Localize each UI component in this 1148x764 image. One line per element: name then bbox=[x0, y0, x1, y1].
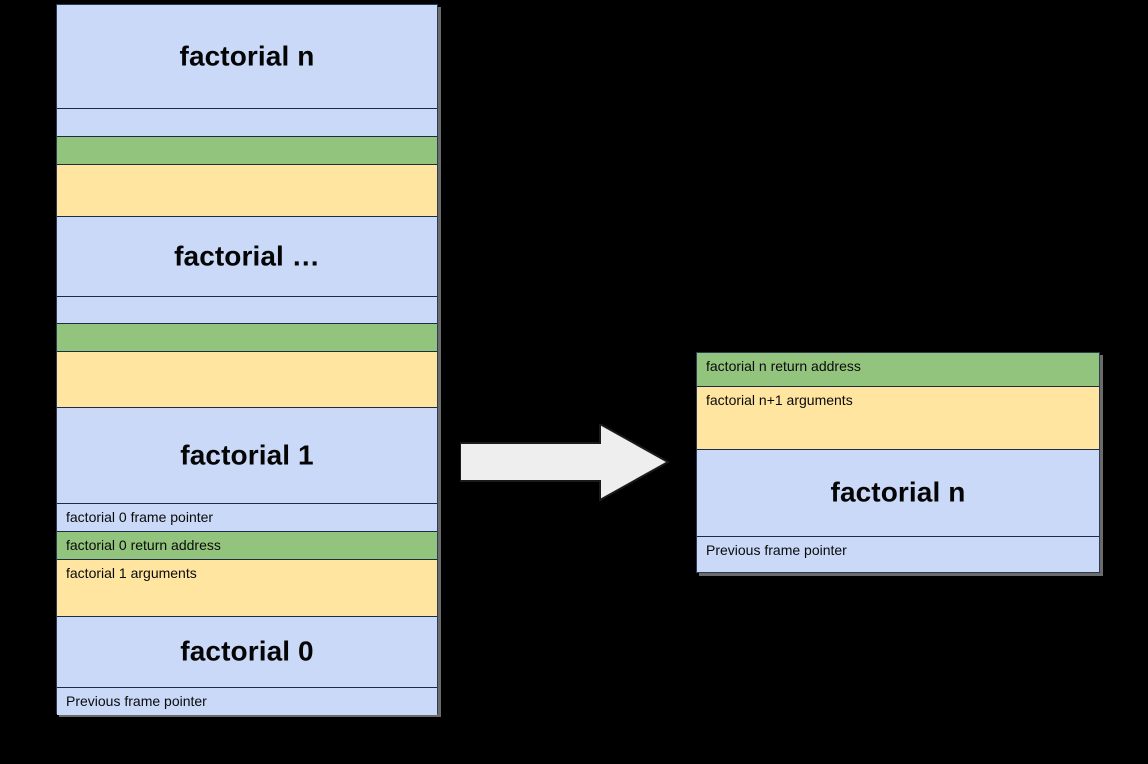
frame-detail-row: factorial n bbox=[697, 450, 1099, 537]
call-stack-row bbox=[57, 109, 437, 137]
call-stack-row bbox=[57, 352, 437, 408]
call-stack-row-label: Previous frame pointer bbox=[66, 693, 207, 709]
call-stack-row: Previous frame pointer bbox=[57, 688, 437, 715]
frame-detail-row-label: factorial n bbox=[830, 476, 966, 508]
call-stack-row-label: factorial 1 bbox=[180, 439, 314, 471]
frame-detail-row-label: Previous frame pointer bbox=[706, 542, 847, 558]
frame-detail-row: factorial n return address bbox=[697, 353, 1099, 387]
call-stack-row bbox=[57, 165, 437, 217]
frame-detail-row-label: factorial n+1 arguments bbox=[706, 392, 853, 408]
call-stack-row: factorial 0 bbox=[57, 617, 437, 688]
call-stack-row bbox=[57, 297, 437, 324]
call-stack-row bbox=[57, 137, 437, 165]
call-stack-row: factorial … bbox=[57, 217, 437, 297]
call-stack-row: factorial 0 frame pointer bbox=[57, 504, 437, 532]
call-stack-row: factorial 1 arguments bbox=[57, 560, 437, 617]
right-block-arrow bbox=[460, 424, 676, 508]
full-call-stack: factorial n factorial … factorial 1 factori… bbox=[56, 4, 438, 715]
call-stack-row-label: factorial 1 arguments bbox=[66, 565, 197, 581]
frame-detail-row-label: factorial n return address bbox=[706, 358, 861, 374]
frame-detail-row: Previous frame pointer bbox=[697, 537, 1099, 570]
call-stack-row-label: factorial 0 return address bbox=[66, 537, 221, 553]
single-frame-detail: factorial n return address factorial n+1 … bbox=[696, 352, 1100, 573]
call-stack-row-label: factorial n bbox=[179, 40, 315, 72]
call-stack-row: factorial 1 bbox=[57, 408, 437, 504]
call-stack-row-label: factorial 0 bbox=[180, 635, 314, 667]
call-stack-row bbox=[57, 324, 437, 352]
call-stack-row-label: factorial 0 frame pointer bbox=[66, 509, 214, 525]
call-stack-row: factorial 0 return address bbox=[57, 532, 437, 560]
call-stack-row: factorial n bbox=[57, 5, 437, 109]
frame-detail-row: factorial n+1 arguments bbox=[697, 387, 1099, 450]
call-stack-row-label: factorial … bbox=[174, 240, 320, 272]
